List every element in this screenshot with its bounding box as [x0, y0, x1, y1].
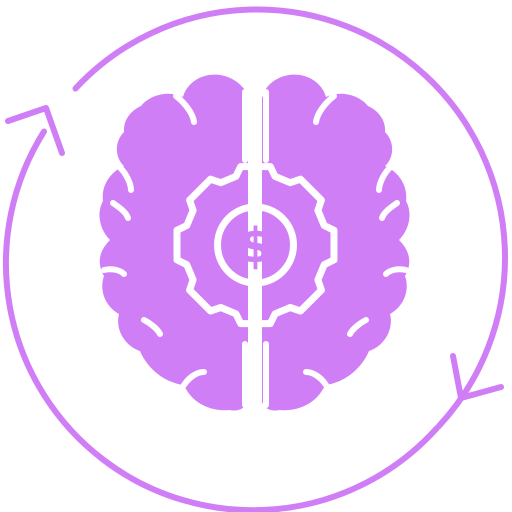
lower-arc: [2, 128, 440, 512]
upper-arc: [72, 6, 508, 430]
gear-outline: [173, 163, 338, 328]
circular-arrows-icon: [2, 6, 508, 512]
upper-arrowhead: [5, 105, 65, 156]
lower-arrowhead: [450, 353, 504, 401]
brain-fold-lines: [101, 89, 409, 408]
dollar-coin-icon: $: [214, 203, 297, 287]
gear-icon: [173, 163, 338, 328]
coin-ring: [214, 203, 297, 287]
dollar-sign: $: [239, 218, 272, 274]
